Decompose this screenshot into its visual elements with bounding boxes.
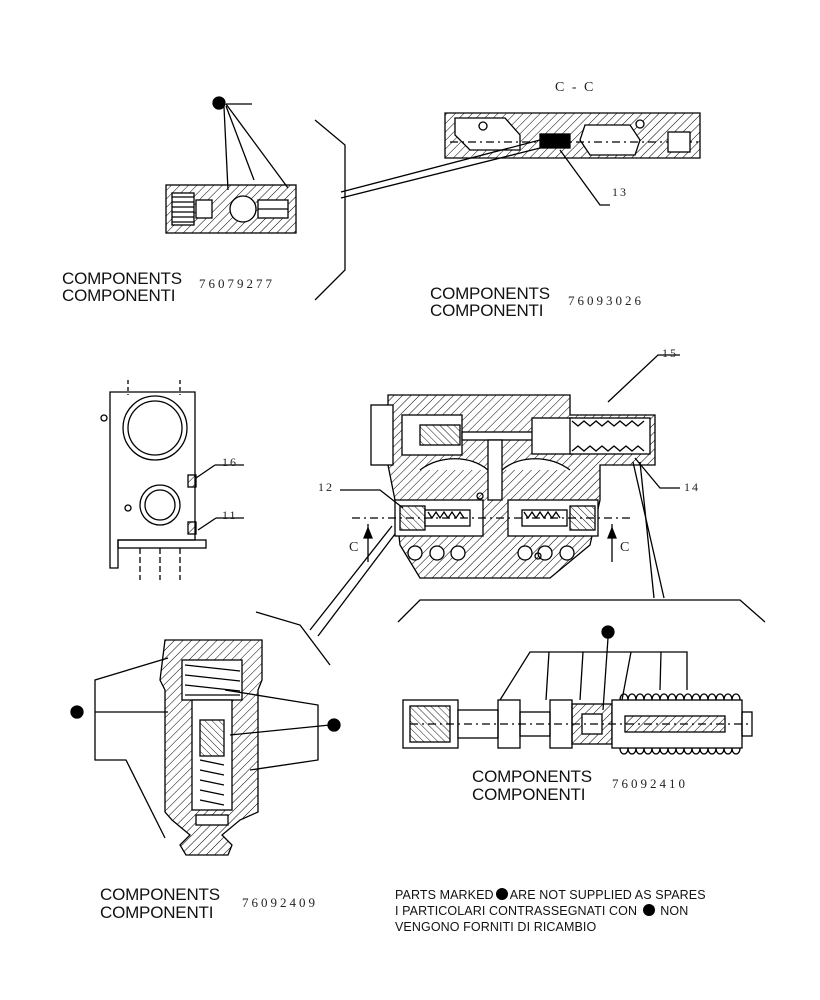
marked-part-dot <box>495 888 508 900</box>
side-view-drawing <box>100 380 244 580</box>
callout-14: 14 <box>684 480 700 494</box>
part-code: 76092409 <box>242 895 318 910</box>
part-code: 76079277 <box>199 276 275 291</box>
componenti-label: COMPONENTI <box>430 301 544 320</box>
note-text: PARTS MARKED <box>395 888 494 902</box>
spares-note-line-2: I PARTICOLARI CONTRASSEGNATI CON NON <box>395 904 688 919</box>
part-code: 76092410 <box>612 776 688 791</box>
section-title: C - C <box>555 80 596 95</box>
callout-16: 16 <box>222 455 238 469</box>
components-label: COMPONENTS <box>100 885 220 904</box>
components-label: COMPONENTS <box>62 269 182 288</box>
main-valve-body-drawing <box>309 354 680 637</box>
note-text: ARE NOT SUPPLIED AS SPARES <box>509 888 706 902</box>
section-mark-right: C <box>620 540 632 555</box>
part-code: 76093026 <box>568 293 644 308</box>
callout-12: 12 <box>318 480 334 494</box>
section-mark-left: C <box>349 540 361 555</box>
spares-note-line-3: VENGONO FORNITI DI RICAMBIO <box>395 920 597 934</box>
note-text: I PARTICOLARI CONTRASSEGNATI CON <box>395 904 638 918</box>
note-text: NON <box>660 904 689 918</box>
spares-note-line-1: PARTS MARKED ARE NOT SUPPLIED AS SPARES <box>395 888 706 903</box>
callout-13: 13 <box>612 185 628 199</box>
valve-76092409-drawing <box>70 611 341 856</box>
marked-part-dot <box>212 96 226 110</box>
callout-11: 11 <box>222 508 238 522</box>
callout-15: 15 <box>662 346 678 360</box>
components-label: COMPONENTS <box>472 767 592 786</box>
componenti-label: COMPONENTI <box>472 785 586 804</box>
components-label: COMPONENTS <box>430 284 550 303</box>
valve-76092410-drawing <box>397 599 766 755</box>
valve-76079277-drawing <box>165 96 346 301</box>
componenti-label: COMPONENTI <box>62 286 176 305</box>
componenti-label: COMPONENTI <box>100 903 214 922</box>
section-cc-drawing <box>340 112 701 206</box>
marked-part-dot <box>642 904 655 916</box>
